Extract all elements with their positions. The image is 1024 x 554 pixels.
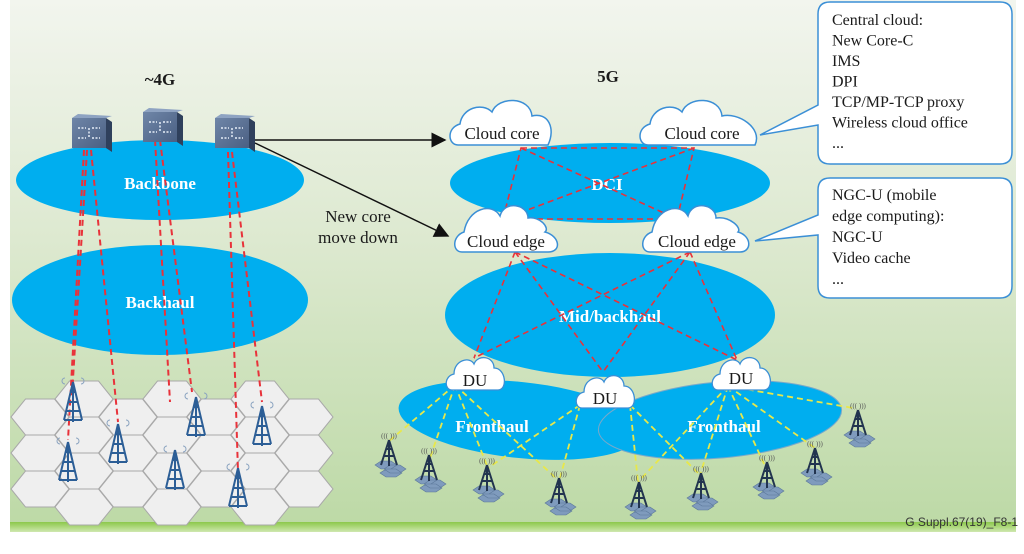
backbone-layer	[16, 140, 304, 220]
fronthaul-label-left: Fronthaul	[455, 417, 529, 436]
cloud-edge-left: Cloud edge	[454, 205, 559, 253]
callout-line: NGC-U (mobile	[832, 187, 936, 204]
dci-label: DCI	[591, 175, 623, 194]
new-core-annotation-line2: move down	[318, 228, 398, 247]
midhaul-layer	[445, 253, 775, 377]
callout-line: ...	[832, 271, 844, 288]
cloud-edge-right-label: Cloud edge	[658, 232, 736, 251]
midhaul-label: Mid/backhaul	[559, 307, 661, 326]
cloud-core-right: Cloud core	[639, 99, 758, 146]
section-title-5g: 5G	[597, 67, 619, 86]
du-left-label: DU	[463, 371, 488, 390]
du-node-center: DU	[575, 375, 635, 409]
cloud-core-left: Cloud core	[449, 99, 552, 146]
du-center-label: DU	[593, 389, 618, 408]
central-cloud-callout: Central cloud: New Core-C IMS DPI TCP/MP-TCP…	[759, 1, 1013, 165]
callout-line: edge computing):	[832, 208, 944, 225]
network-switch-icon	[143, 108, 183, 146]
backbone-label: Backbone	[124, 174, 196, 193]
callout-line: DPI	[832, 74, 858, 91]
callout-line: New Core-C	[832, 33, 913, 50]
figure-id: G Suppl.67(19)_F8-1	[905, 515, 1018, 529]
du-node-left: DU	[445, 357, 505, 391]
migration-arrow-edge	[254, 142, 450, 237]
dci-links	[501, 147, 696, 220]
du-right-label: DU	[729, 369, 754, 388]
du-node-right: DU	[711, 357, 771, 391]
new-core-annotation-line1: New core	[325, 207, 391, 226]
dci-layer	[450, 143, 770, 223]
network-switch-icon	[72, 114, 112, 152]
network-switch-icon	[215, 114, 255, 152]
callout-line: IMS	[832, 53, 860, 70]
edge-cloud-callout: NGC-U (mobile edge computing): NGC-U Video …	[754, 177, 1013, 299]
cloud-core-right-label: Cloud core	[664, 124, 739, 143]
cloud-core-left-label: Cloud core	[464, 124, 539, 143]
callout-line: Wireless cloud office	[832, 115, 968, 132]
cell-hex-grid	[10, 380, 334, 526]
backhaul-label: Backhaul	[126, 293, 195, 312]
fronthaul-label-right: Fronthaul	[687, 417, 761, 436]
cloud-edge-left-label: Cloud edge	[467, 232, 545, 251]
callout-line: Central cloud:	[832, 12, 923, 29]
hex-cell	[274, 470, 334, 508]
callout-line: ...	[832, 135, 844, 152]
section-title-4g: ~4G	[145, 70, 176, 89]
callout-line: Video cache	[832, 250, 911, 267]
callout-line: NGC-U	[832, 229, 883, 246]
bottom-bar	[10, 522, 1016, 532]
cloud-edge-right: Cloud edge	[642, 205, 750, 253]
midhaul-links	[473, 251, 738, 373]
callout-line: TCP/MP-TCP proxy	[832, 94, 964, 111]
